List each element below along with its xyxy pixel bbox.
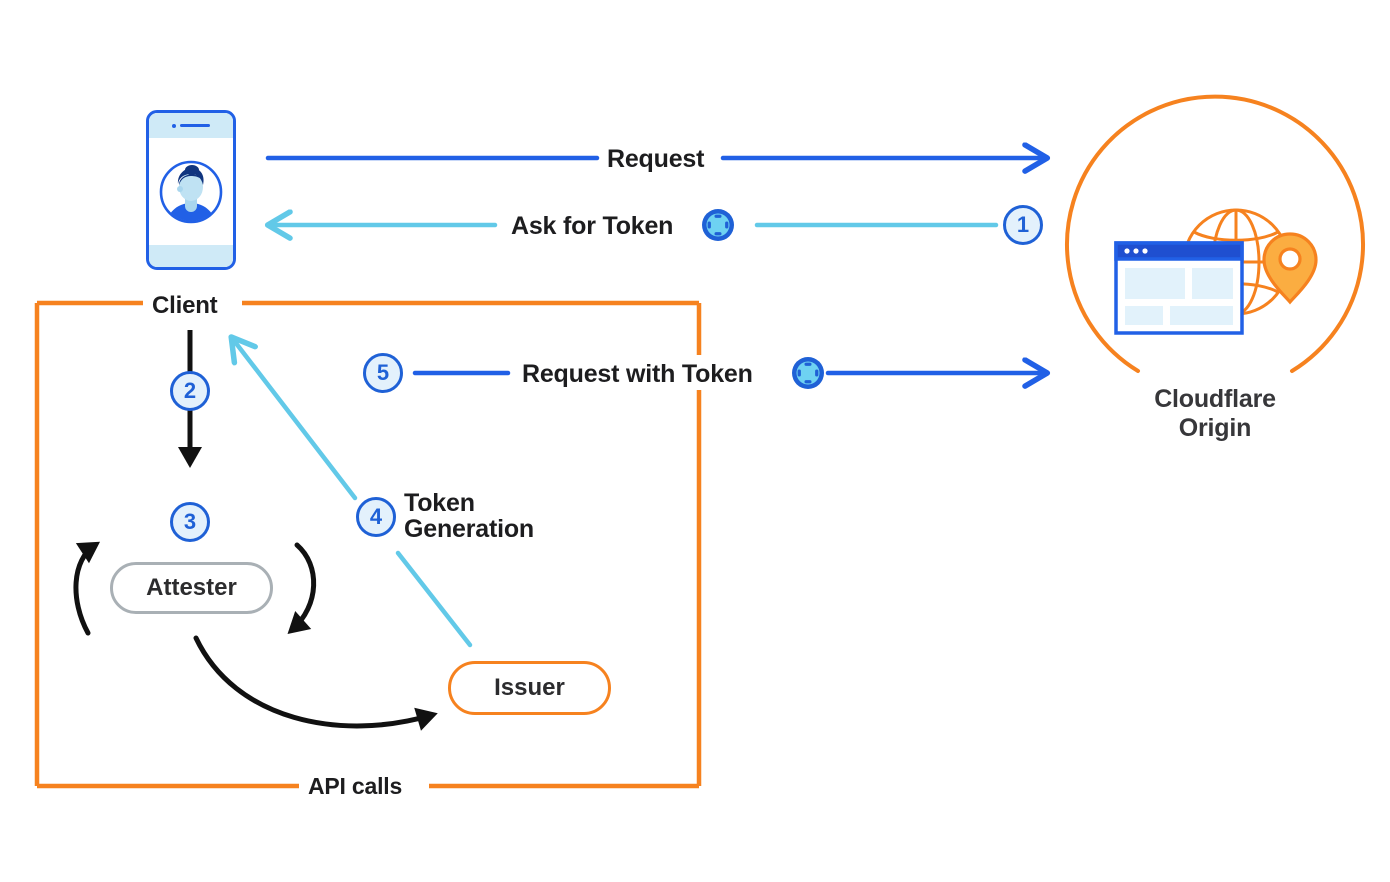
- node-label-cloudflare-origin: Cloudflare Origin: [1085, 385, 1345, 443]
- flow-label-token-generation-line1: Token: [404, 489, 475, 517]
- step-badge-2: 2: [170, 371, 210, 411]
- private-access-token-icon-ask: [699, 206, 737, 244]
- origin-label-line2: Origin: [1178, 413, 1252, 442]
- flow-attester-loop-arrows: [73, 541, 438, 731]
- phone-screen: [149, 138, 233, 245]
- step-badge-4-text: 4: [369, 504, 383, 529]
- node-label-client: Client: [152, 292, 218, 319]
- node-label-issuer: Issuer: [494, 674, 565, 701]
- private-access-token-icon-request: [789, 354, 827, 392]
- step-badge-5: 5: [363, 353, 403, 393]
- map-pin-icon: [1262, 232, 1318, 305]
- cloudflare-origin-artwork: [1110, 205, 1325, 340]
- cloudflare-origin-ring: [1065, 94, 1365, 373]
- flow-label-request-with-token: Request with Token: [522, 360, 753, 388]
- step-badge-3: 3: [170, 502, 210, 542]
- step-badge-2-text: 2: [183, 378, 197, 403]
- phone-camera-dot: [172, 123, 176, 128]
- flow-label-ask-for-token: Ask for Token: [511, 212, 674, 240]
- boundary-label-api-calls: API calls: [308, 773, 403, 799]
- user-avatar-icon: [159, 160, 223, 223]
- browser-window-icon: [1114, 241, 1244, 335]
- phone-home-bar: [149, 245, 233, 267]
- node-label-attester: Attester: [146, 574, 237, 601]
- origin-label-line1: Cloudflare: [1154, 385, 1276, 413]
- step-badge-1: 1: [1003, 205, 1043, 245]
- step-badge-5-text: 5: [376, 360, 390, 385]
- step-badge-3-text: 3: [183, 509, 197, 534]
- flow-label-request: Request: [607, 145, 705, 173]
- client-boundary-box: [34, 300, 702, 789]
- node-issuer[interactable]: Issuer: [448, 661, 611, 715]
- flow-label-token-generation-line2: Generation: [404, 515, 534, 543]
- step-badge-4: 4: [356, 497, 396, 537]
- step-badge-1-text: 1: [1016, 212, 1030, 237]
- node-attester[interactable]: Attester: [110, 562, 273, 614]
- client-phone-icon: [146, 110, 236, 270]
- phone-speaker-slot: [180, 124, 210, 127]
- flow-token-generation-line: [232, 338, 473, 648]
- phone-speaker-bar: [149, 113, 233, 138]
